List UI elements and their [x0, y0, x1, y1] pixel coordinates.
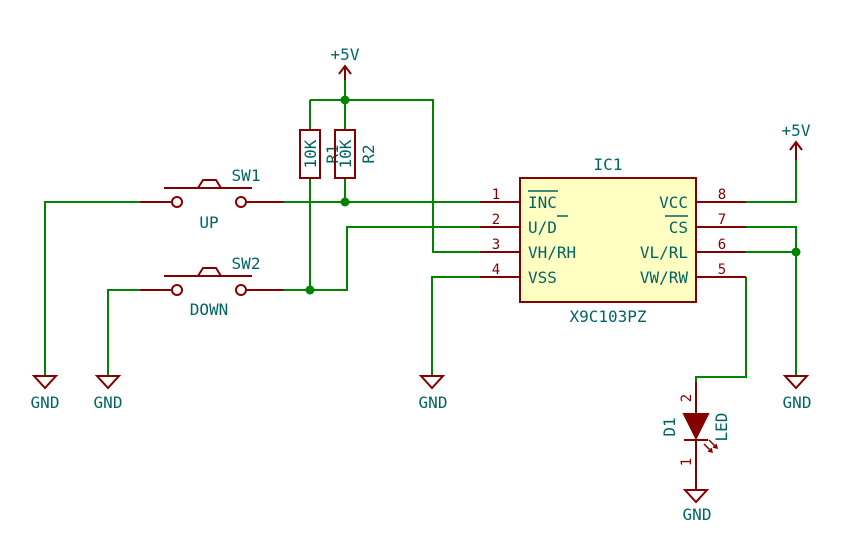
resistor-ref: R2: [359, 144, 378, 163]
gnd-label: GND: [783, 393, 812, 412]
gnd-label: GND: [419, 393, 448, 412]
junction: [305, 285, 315, 295]
switch-label: UP: [199, 213, 218, 232]
gnd-symbol-sw2: GND: [94, 375, 123, 412]
junction: [791, 247, 801, 257]
pin-number: 2: [492, 212, 500, 228]
gnd-symbol-led: GND: [683, 489, 712, 524]
switch-label: DOWN: [190, 300, 229, 319]
pin-name-vl: VL/RL: [640, 243, 688, 262]
gnd-label: GND: [31, 393, 60, 412]
pin-name-vss: VSS: [528, 268, 557, 287]
gnd-symbols: GND GND GND GND GND: [31, 375, 812, 524]
junction: [340, 95, 350, 105]
gnd-label: GND: [94, 393, 123, 412]
pin-number: 4: [492, 262, 500, 278]
vcc-label: +5V: [331, 45, 360, 64]
pin-name-vw: VW/RW: [640, 268, 689, 287]
pin-number: 7: [718, 212, 726, 228]
pin-name-ud: U/D: [528, 218, 557, 237]
pin-number: 6: [718, 237, 726, 253]
pin-name-inc: INC: [528, 193, 557, 212]
vcc-label: +5V: [782, 121, 811, 140]
pin-number: 3: [492, 237, 500, 253]
resistor-r2: 10K R2: [334, 129, 378, 179]
resistor-ref: R1: [323, 144, 342, 163]
junction: [340, 197, 350, 207]
pin-number: 8: [718, 187, 726, 203]
resistor-value: 10K: [301, 139, 320, 168]
pin-number: 1: [492, 187, 500, 203]
pin-name-vh: VH/RH: [528, 243, 576, 262]
pin-number: 1: [679, 458, 695, 466]
led-ref: D1: [660, 417, 679, 436]
led-value: LED: [712, 413, 731, 442]
ic-x9c103: IC1 X9C103PZ 1 2 3 4 INC U/D VH/RH VSS 8…: [480, 155, 746, 326]
switch-sw2: SW2 DOWN: [140, 254, 284, 319]
led-d1: 2 1 D1 LED: [660, 382, 731, 490]
gnd-symbol-ic: GND: [419, 375, 448, 412]
pin-name-vcc: VCC: [659, 193, 688, 212]
switch-ref: SW1: [232, 166, 261, 185]
gnd-label: GND: [683, 505, 712, 524]
resistor-r1: 10K R1: [299, 129, 342, 179]
junctions: [305, 95, 801, 295]
ic-ref: IC1: [594, 155, 623, 174]
resistor-value: 10K: [336, 139, 355, 168]
pin-number: 2: [679, 394, 695, 402]
ic-value: X9C103PZ: [569, 307, 646, 326]
gnd-symbol-right: GND: [783, 375, 812, 412]
pin-name-cs: CS: [669, 218, 688, 237]
vcc-symbol-top: +5V: [331, 45, 360, 80]
gnd-symbol-sw1: GND: [31, 375, 60, 412]
wires: [44, 80, 797, 382]
switch-sw1: SW1 UP: [140, 166, 284, 232]
switch-ref: SW2: [232, 254, 261, 273]
vcc-symbol-right: +5V: [782, 121, 811, 160]
pin-number: 5: [718, 262, 726, 278]
